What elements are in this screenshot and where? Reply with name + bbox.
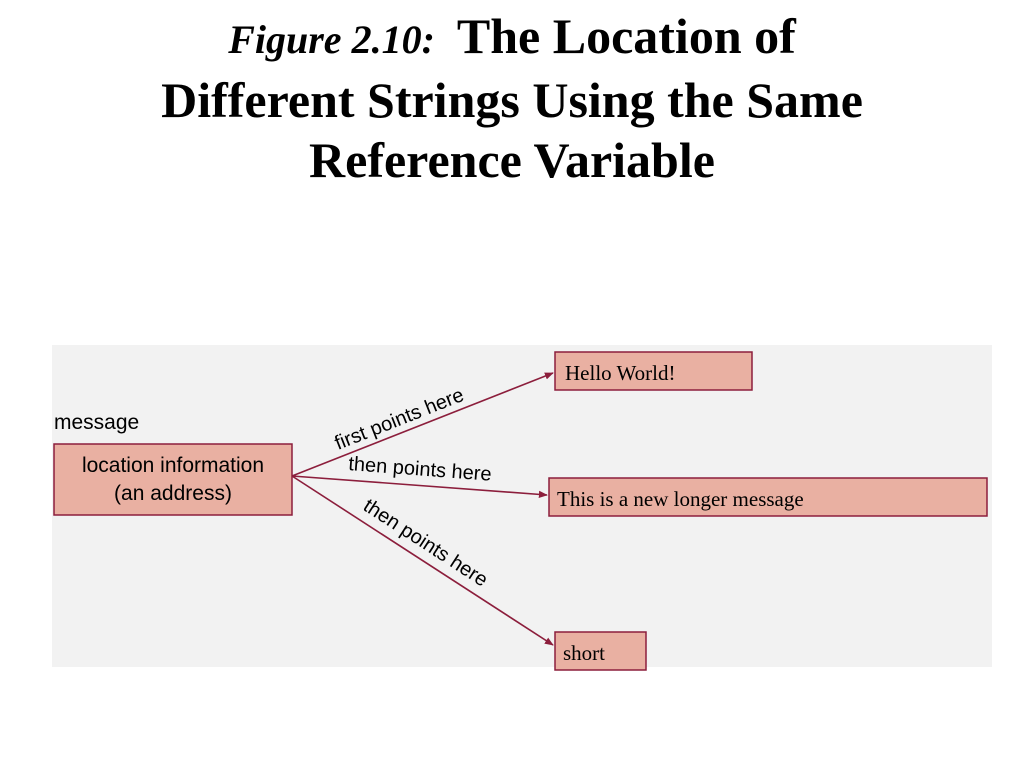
arrow-to-short — [291, 475, 554, 646]
variable-box-line-1: location information — [82, 454, 264, 477]
arrow-to-longer-message — [291, 475, 548, 498]
edge-label-then-2: then points here — [359, 495, 491, 592]
string-text-hello-world: Hello World! — [565, 361, 676, 385]
title-line-3: Reference Variable — [309, 132, 715, 188]
string-text-longer-message: This is a new longer message — [557, 487, 804, 511]
variable-name-label: message — [54, 411, 139, 434]
variable-box — [53, 443, 293, 516]
string-box-short — [554, 631, 647, 671]
figure-label: Figure 2.10: — [228, 17, 435, 62]
variable-box-line-2: (an address) — [114, 482, 232, 505]
arrow-to-hello-world — [291, 372, 554, 477]
title-line-1: Figure 2.10: The Location of — [0, 6, 1024, 70]
slide-title: Figure 2.10: The Location of Different St… — [0, 6, 1024, 190]
edge-label-first: first points here — [332, 384, 467, 455]
string-box-hello-world — [554, 351, 753, 391]
edge-label-then-1: then points here — [348, 453, 493, 486]
title-text-1: The Location of — [456, 8, 796, 64]
string-text-short: short — [563, 641, 605, 665]
string-box-longer-message — [548, 477, 988, 517]
title-line-2: Different Strings Using the Same — [161, 72, 863, 128]
